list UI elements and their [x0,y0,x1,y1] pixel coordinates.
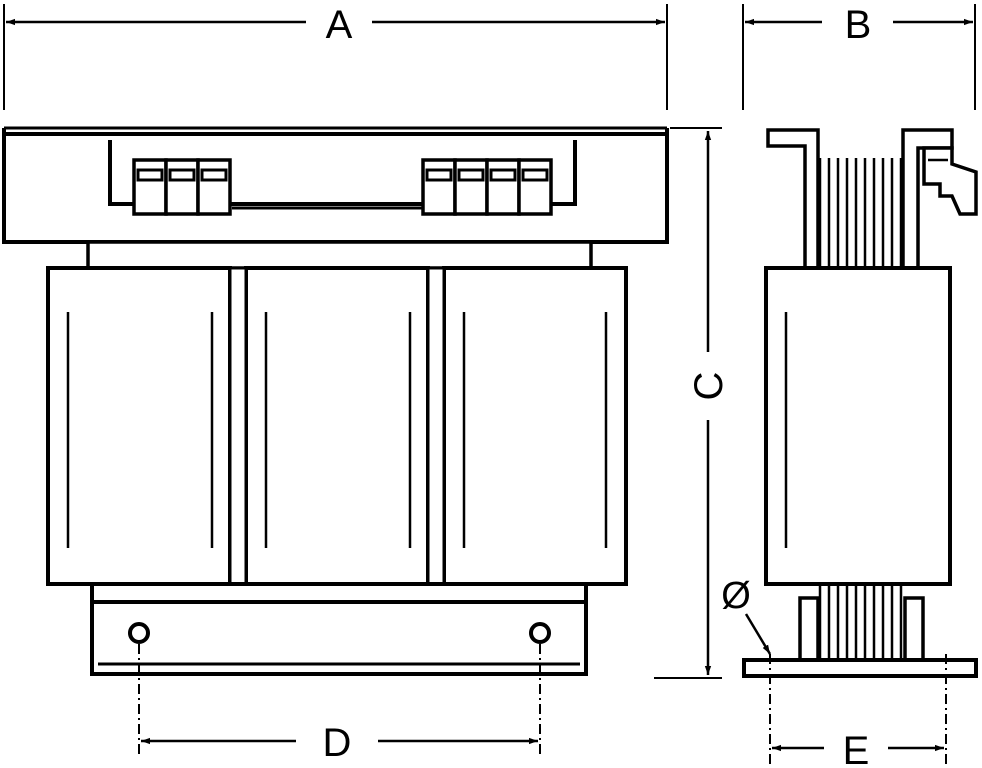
mounting-bracket [90,582,588,676]
coil-middle [244,266,430,586]
terminal-block-left [132,158,232,216]
side-terminal [922,146,978,216]
coil-left [46,266,232,586]
coil-right [442,266,628,586]
side-mounting-foot [742,658,978,678]
label-d: D [323,721,352,765]
side-coil [764,266,952,586]
mounting-hole-left [128,622,150,644]
core-laminations-top [818,158,903,268]
label-diameter: Ø [721,575,751,617]
side-top-clamp-left [766,128,820,270]
core-laminations-bottom [818,584,903,660]
dimension-labels: A B C D E Ø [323,3,872,768]
terminal-board-recess [108,140,577,206]
core-neck [86,240,593,270]
mounting-hole-right [529,622,551,644]
label-e: E [843,729,870,768]
label-a: A [326,3,353,47]
terminal-block-right [421,158,553,216]
label-b: B [845,3,872,47]
top-clamp-frame [2,132,669,244]
diameter-leader [744,613,772,655]
front-view [2,126,669,676]
side-view [742,128,978,678]
label-c: C [687,372,731,401]
dimension-lines [3,4,976,768]
